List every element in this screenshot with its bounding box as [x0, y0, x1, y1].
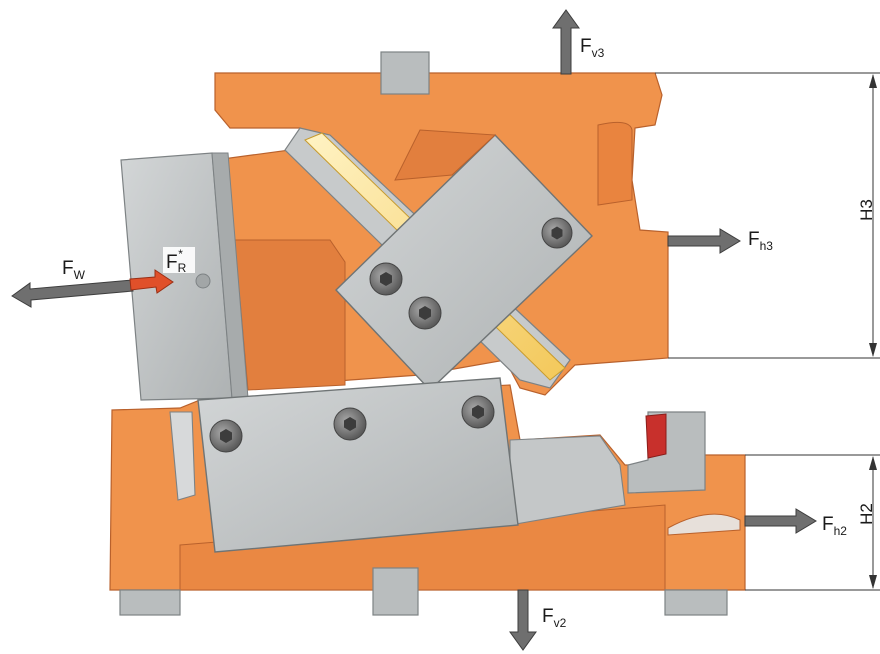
- fv3-arrow: [552, 9, 580, 75]
- label-fh2: Fh2: [822, 514, 847, 538]
- tilted-steel-block: [335, 134, 593, 391]
- hex-socket-screw-icon: [333, 407, 367, 441]
- hex-socket-screw-icon: [408, 296, 442, 330]
- upper-housing-shade: [231, 239, 346, 391]
- label-fr: FR*: [166, 247, 187, 275]
- lower-steel-plate: [197, 377, 519, 553]
- foot-right: [664, 589, 728, 616]
- fr-arrow-tip: [129, 269, 174, 294]
- foot-center: [372, 567, 419, 616]
- hex-socket-screw-icon: [369, 262, 403, 296]
- label-h2: H2: [857, 503, 876, 525]
- upper-housing-groove: [597, 121, 633, 206]
- red-insert: [645, 413, 667, 459]
- label-fr-bg: [163, 247, 195, 273]
- label-fv2: Fv2: [542, 606, 567, 630]
- hex-socket-screw-icon: [209, 419, 243, 453]
- dimension-h2: [745, 454, 880, 591]
- label-fh3: Fh3: [748, 229, 773, 253]
- left-clamp-jaw: [169, 411, 196, 501]
- lower-housing-groove: [667, 513, 741, 536]
- label-h3: H3: [857, 199, 876, 221]
- foot-left: [119, 589, 181, 616]
- hex-socket-screw-icon: [541, 217, 573, 249]
- fv2-arrow: [509, 589, 537, 651]
- label-fw: FW: [62, 258, 86, 282]
- pin-hole: [195, 273, 211, 289]
- hex-socket-screw-icon: [461, 395, 495, 429]
- upper-top-key-block: [380, 51, 430, 95]
- fh3-arrow: [667, 228, 741, 254]
- fw-arrow: [11, 279, 134, 308]
- dimension-h3: [655, 72, 880, 359]
- label-fv3: Fv3: [580, 36, 605, 60]
- fh2-arrow: [744, 508, 817, 534]
- tilted-steel-block-side: [394, 129, 497, 181]
